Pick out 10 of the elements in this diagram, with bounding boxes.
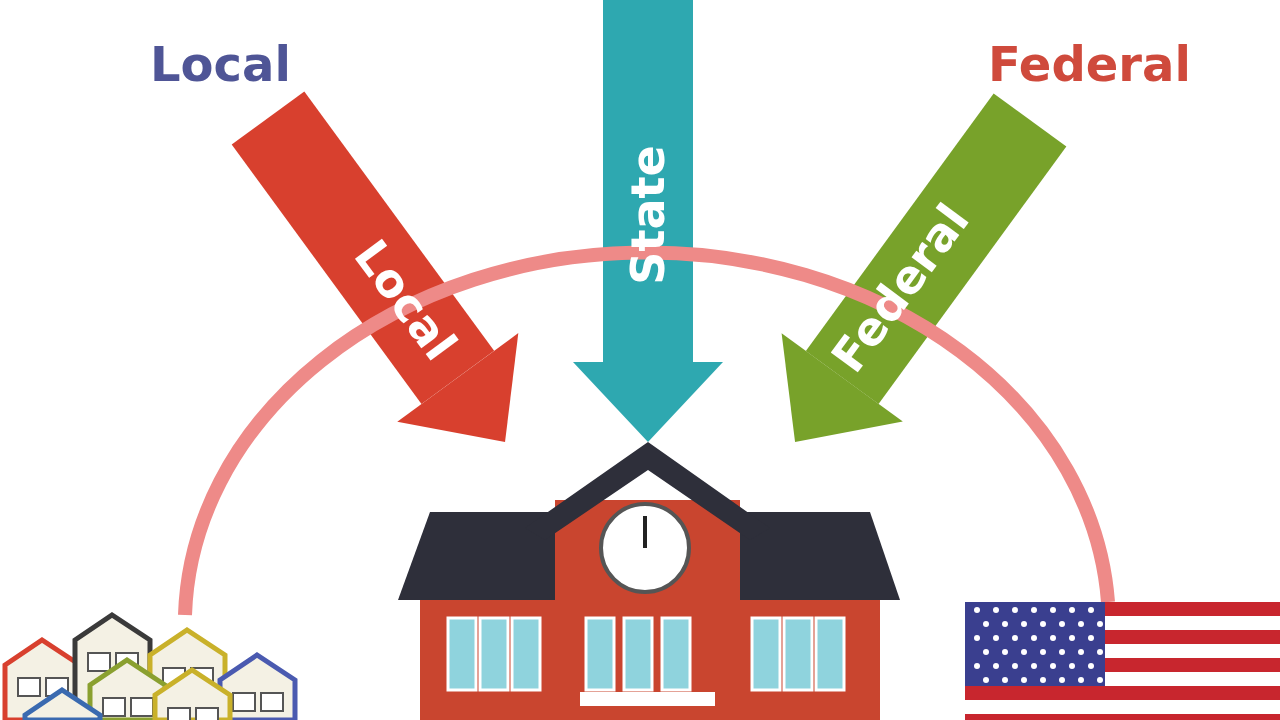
flag-drawing [965,602,1280,720]
edge-label: State [622,145,674,285]
heading: Federal [988,36,1191,92]
block-arrow [781,93,1067,443]
school-drawing [398,442,900,720]
arc-line [178,245,1115,616]
block-arrow [573,0,723,442]
block-arrow [231,91,519,442]
houses-drawing [2,612,298,720]
heading: Local [150,36,291,92]
